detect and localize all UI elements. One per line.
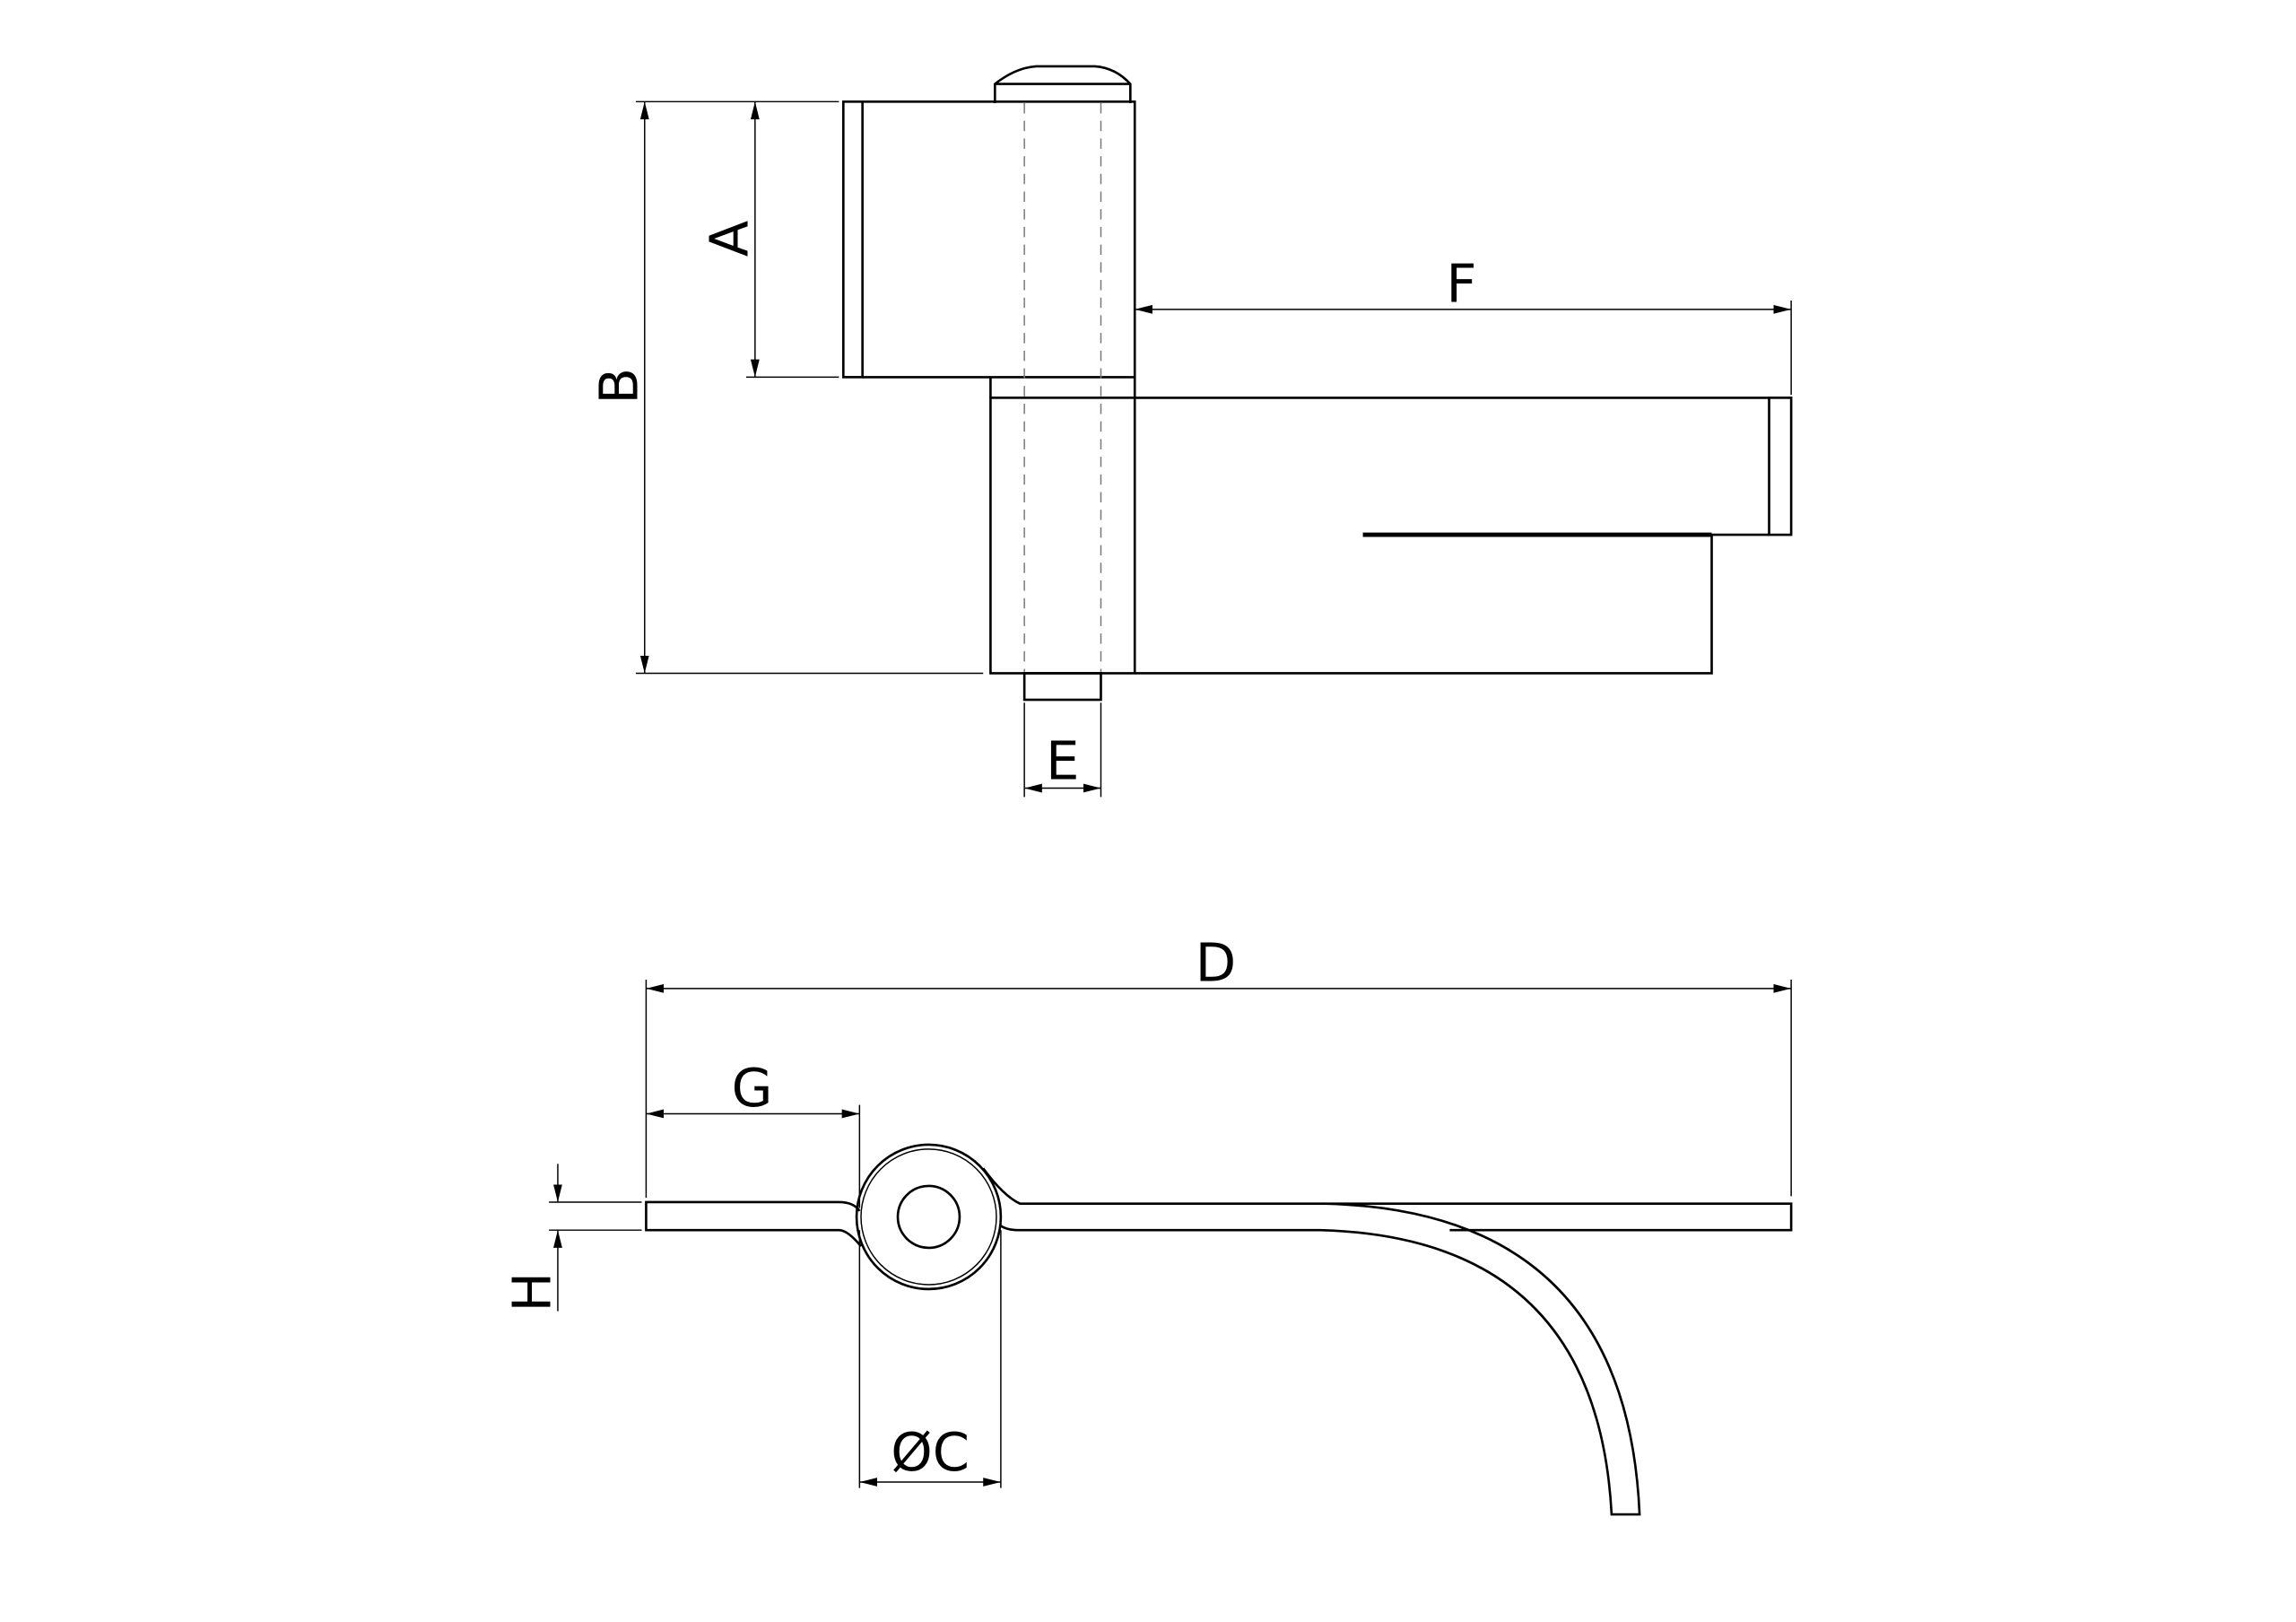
right-leaf: [982, 1167, 1793, 1516]
dimension-a: A: [699, 101, 839, 379]
top-view: D G H ØC: [501, 932, 1793, 1516]
lower-leaf-plate: [1768, 397, 1793, 536]
dimension-label-h: H: [501, 1272, 563, 1312]
dimension-label-e: E: [1046, 730, 1079, 792]
dimension-e: E: [1023, 702, 1102, 798]
dimension-label-a: A: [699, 221, 761, 257]
dimension-g: G: [646, 1057, 861, 1208]
dimension-f: F: [1135, 253, 1792, 396]
knuckle-inner-ring: [860, 1148, 997, 1286]
knuckle-outer: [855, 1143, 1003, 1291]
upper-leaf-plate: [841, 100, 864, 379]
lower-knuckle: [989, 397, 1136, 675]
dimension-label-d: D: [1196, 932, 1236, 994]
lower-leaf: [1135, 397, 1770, 675]
dimension-label-b: B: [588, 368, 650, 405]
pin-bottom: [1022, 672, 1102, 702]
dimension-b: B: [588, 100, 984, 675]
front-view: B A F E: [588, 65, 1793, 798]
dimension-label-c: ØC: [891, 1421, 970, 1483]
dimension-d: D: [645, 932, 1792, 1199]
pin-hole: [896, 1184, 961, 1250]
dimension-c: ØC: [858, 1230, 1002, 1488]
dimension-h: H: [501, 1164, 642, 1312]
left-leaf: [645, 1200, 863, 1248]
dimension-label-f: F: [1447, 253, 1477, 315]
upper-knuckle: [862, 100, 1136, 398]
dimension-label-g: G: [732, 1057, 773, 1119]
pin-cap: [994, 65, 1132, 103]
